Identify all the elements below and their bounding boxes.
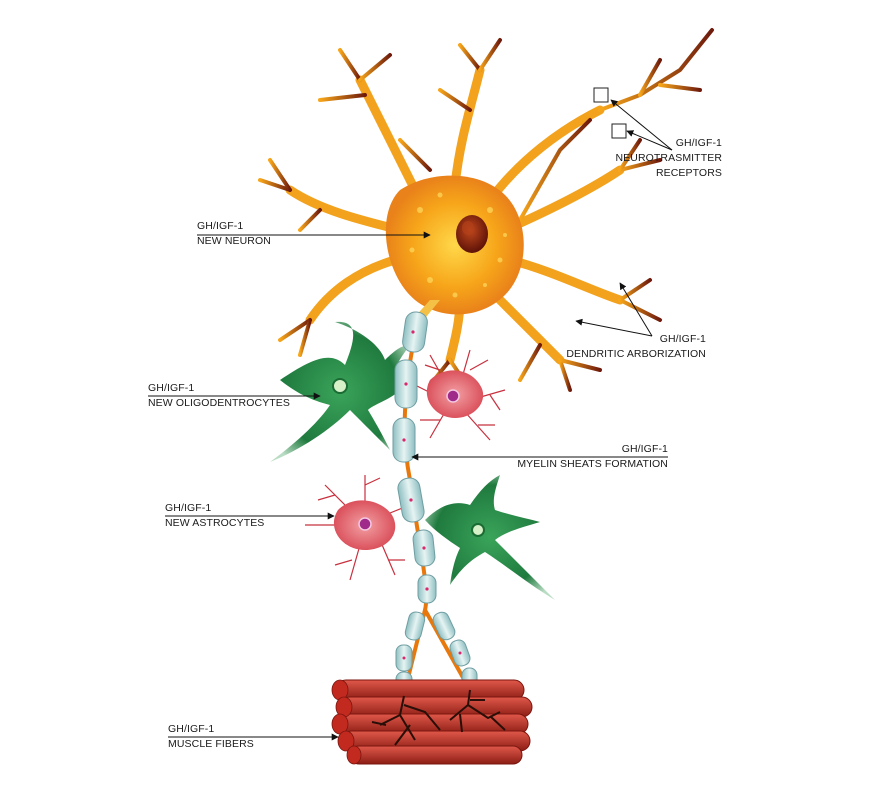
label-muscle-line2: MUSCLE FIBERS — [168, 738, 254, 750]
oligodendrocyte-lower — [425, 475, 555, 600]
muscle-fibers — [331, 679, 533, 765]
leader-dendritic-2 — [575, 318, 653, 337]
label-receptors-line3: RECEPTORS — [655, 167, 722, 179]
oligodendrocyte-upper — [270, 321, 410, 462]
label-oligo-line2: NEW OLIGODENTROCYTES — [148, 397, 291, 409]
label-dendritic-line1: GH/IGF-1 — [659, 333, 706, 345]
leader-lines — [148, 99, 673, 741]
receptor-markers — [593, 87, 627, 139]
label-neuron-line2: NEW NEURON — [197, 235, 271, 247]
label-muscle-fibers: GH/IGF-1 MUSCLE FIBERS — [168, 722, 254, 752]
label-new-oligodendrocytes: GH/IGF-1 NEW OLIGODENTROCYTES — [148, 381, 290, 411]
oligodendrocyte-nucleus-lower — [471, 523, 485, 537]
leader-receptors-1 — [610, 99, 673, 151]
label-receptors-line2: NEUROTRASMITTER — [615, 152, 722, 164]
leader-receptors-2 — [626, 130, 673, 151]
label-myelin-line1: GH/IGF-1 — [621, 443, 668, 455]
label-oligo-line1: GH/IGF-1 — [148, 382, 195, 394]
astrocyte-nucleus-lower — [358, 517, 372, 531]
label-dendritic-arborization: GH/IGF-1 DENDRITIC ARBORIZATION — [540, 332, 706, 362]
label-neurotransmitter-receptors: GH/IGF-1 NEUROTRASMITTER RECEPTORS — [590, 136, 722, 181]
label-myelin-line2: MYELIN SHEATS FORMATION — [517, 458, 668, 470]
label-new-astrocytes: GH/IGF-1 NEW ASTROCYTES — [165, 501, 264, 531]
leader-dendritic-1 — [619, 282, 653, 337]
oligodendrocyte-nucleus — [332, 378, 348, 394]
astrocyte-nucleus — [446, 389, 460, 403]
label-muscle-line1: GH/IGF-1 — [168, 723, 215, 735]
label-myelin-formation: GH/IGF-1 MYELIN SHEATS FORMATION — [500, 442, 668, 472]
label-neuron-line1: GH/IGF-1 — [197, 220, 244, 232]
label-new-neuron: GH/IGF-1 NEW NEURON — [197, 219, 271, 249]
astrocyte-lower — [305, 475, 411, 581]
label-astro-line2: NEW ASTROCYTES — [165, 517, 265, 529]
neuron-soma — [385, 175, 524, 322]
astrocyte-upper — [414, 349, 506, 441]
nucleus — [456, 215, 488, 253]
label-receptors-line1: GH/IGF-1 — [675, 137, 722, 149]
label-dendritic-line2: DENDRITIC ARBORIZATION — [566, 348, 706, 360]
label-astro-line1: GH/IGF-1 — [165, 502, 212, 514]
